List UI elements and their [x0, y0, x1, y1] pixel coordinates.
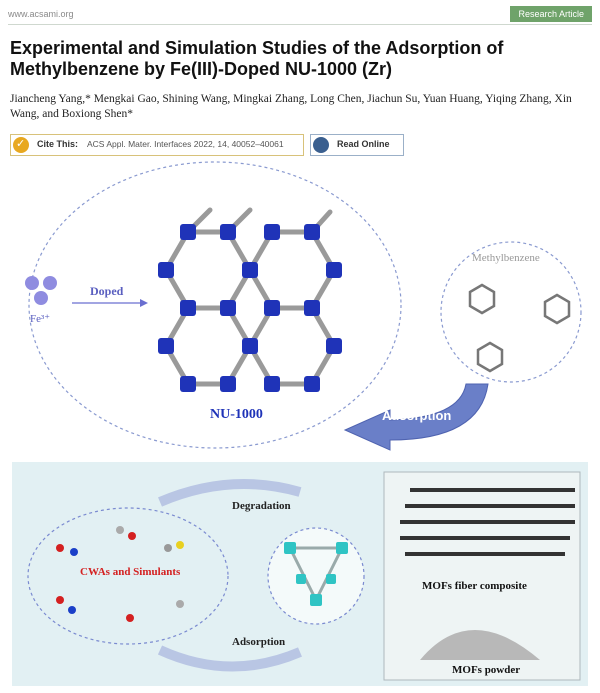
- fe-ion-2: [43, 276, 57, 290]
- read-online-button[interactable]: Read Online: [310, 134, 404, 156]
- cwa-ellipse: [27, 507, 229, 645]
- read-online-label: Read Online: [337, 139, 390, 149]
- degradation-arrow: [158, 479, 302, 507]
- cite-this-button[interactable]: Cite This: ACS Appl. Mater. Interfaces 2…: [10, 134, 304, 156]
- nu1000-label: NU-1000: [210, 407, 263, 422]
- cwa-label: CWAs and Simulants: [80, 566, 181, 578]
- adsorption-cycle-arrow: [157, 645, 302, 672]
- article-type-badge: Research Article: [510, 6, 592, 22]
- mof-powder-label: MOFs powder: [452, 664, 521, 676]
- author-list: Jiancheng Yang,* Mengkai Gao, Shining Wa…: [10, 93, 572, 120]
- degradation-label: Degradation: [232, 500, 291, 512]
- fiber-composite-label: MOFs fiber composite: [422, 580, 527, 592]
- methylbenzene-label: Methylbenzene: [472, 252, 540, 264]
- fiber-composite-mesh: [400, 488, 575, 556]
- methylbenzene-molecules: [468, 283, 571, 373]
- cite-icon: [13, 137, 29, 153]
- zr-nodes: [158, 224, 342, 392]
- adsorption-label: Adsorption: [382, 408, 452, 423]
- adsorption-arrow: [343, 383, 489, 451]
- site-url[interactable]: www.acsami.org: [8, 9, 74, 19]
- doping-ellipse: [28, 161, 402, 449]
- doped-label: Doped: [90, 284, 124, 298]
- citation-text: ACS Appl. Mater. Interfaces 2022, 14, 40…: [87, 139, 284, 149]
- article-title: Experimental and Simulation Studies of t…: [10, 38, 504, 79]
- cwa-molecules: [56, 526, 184, 622]
- fe-ion-label: Fe³⁺: [30, 313, 51, 325]
- cite-label: Cite This:: [37, 139, 79, 149]
- fe-ion-1: [25, 276, 39, 290]
- journal-header: www.acsami.org Research Article: [8, 6, 592, 25]
- mof-powder-pile: [420, 630, 540, 660]
- mof-circle: [267, 527, 365, 625]
- read-online-icon: [313, 137, 329, 153]
- adsorption-cycle-label: Adsorption: [232, 636, 286, 648]
- guest-circle: [440, 241, 582, 383]
- fe-ion-3: [34, 291, 48, 305]
